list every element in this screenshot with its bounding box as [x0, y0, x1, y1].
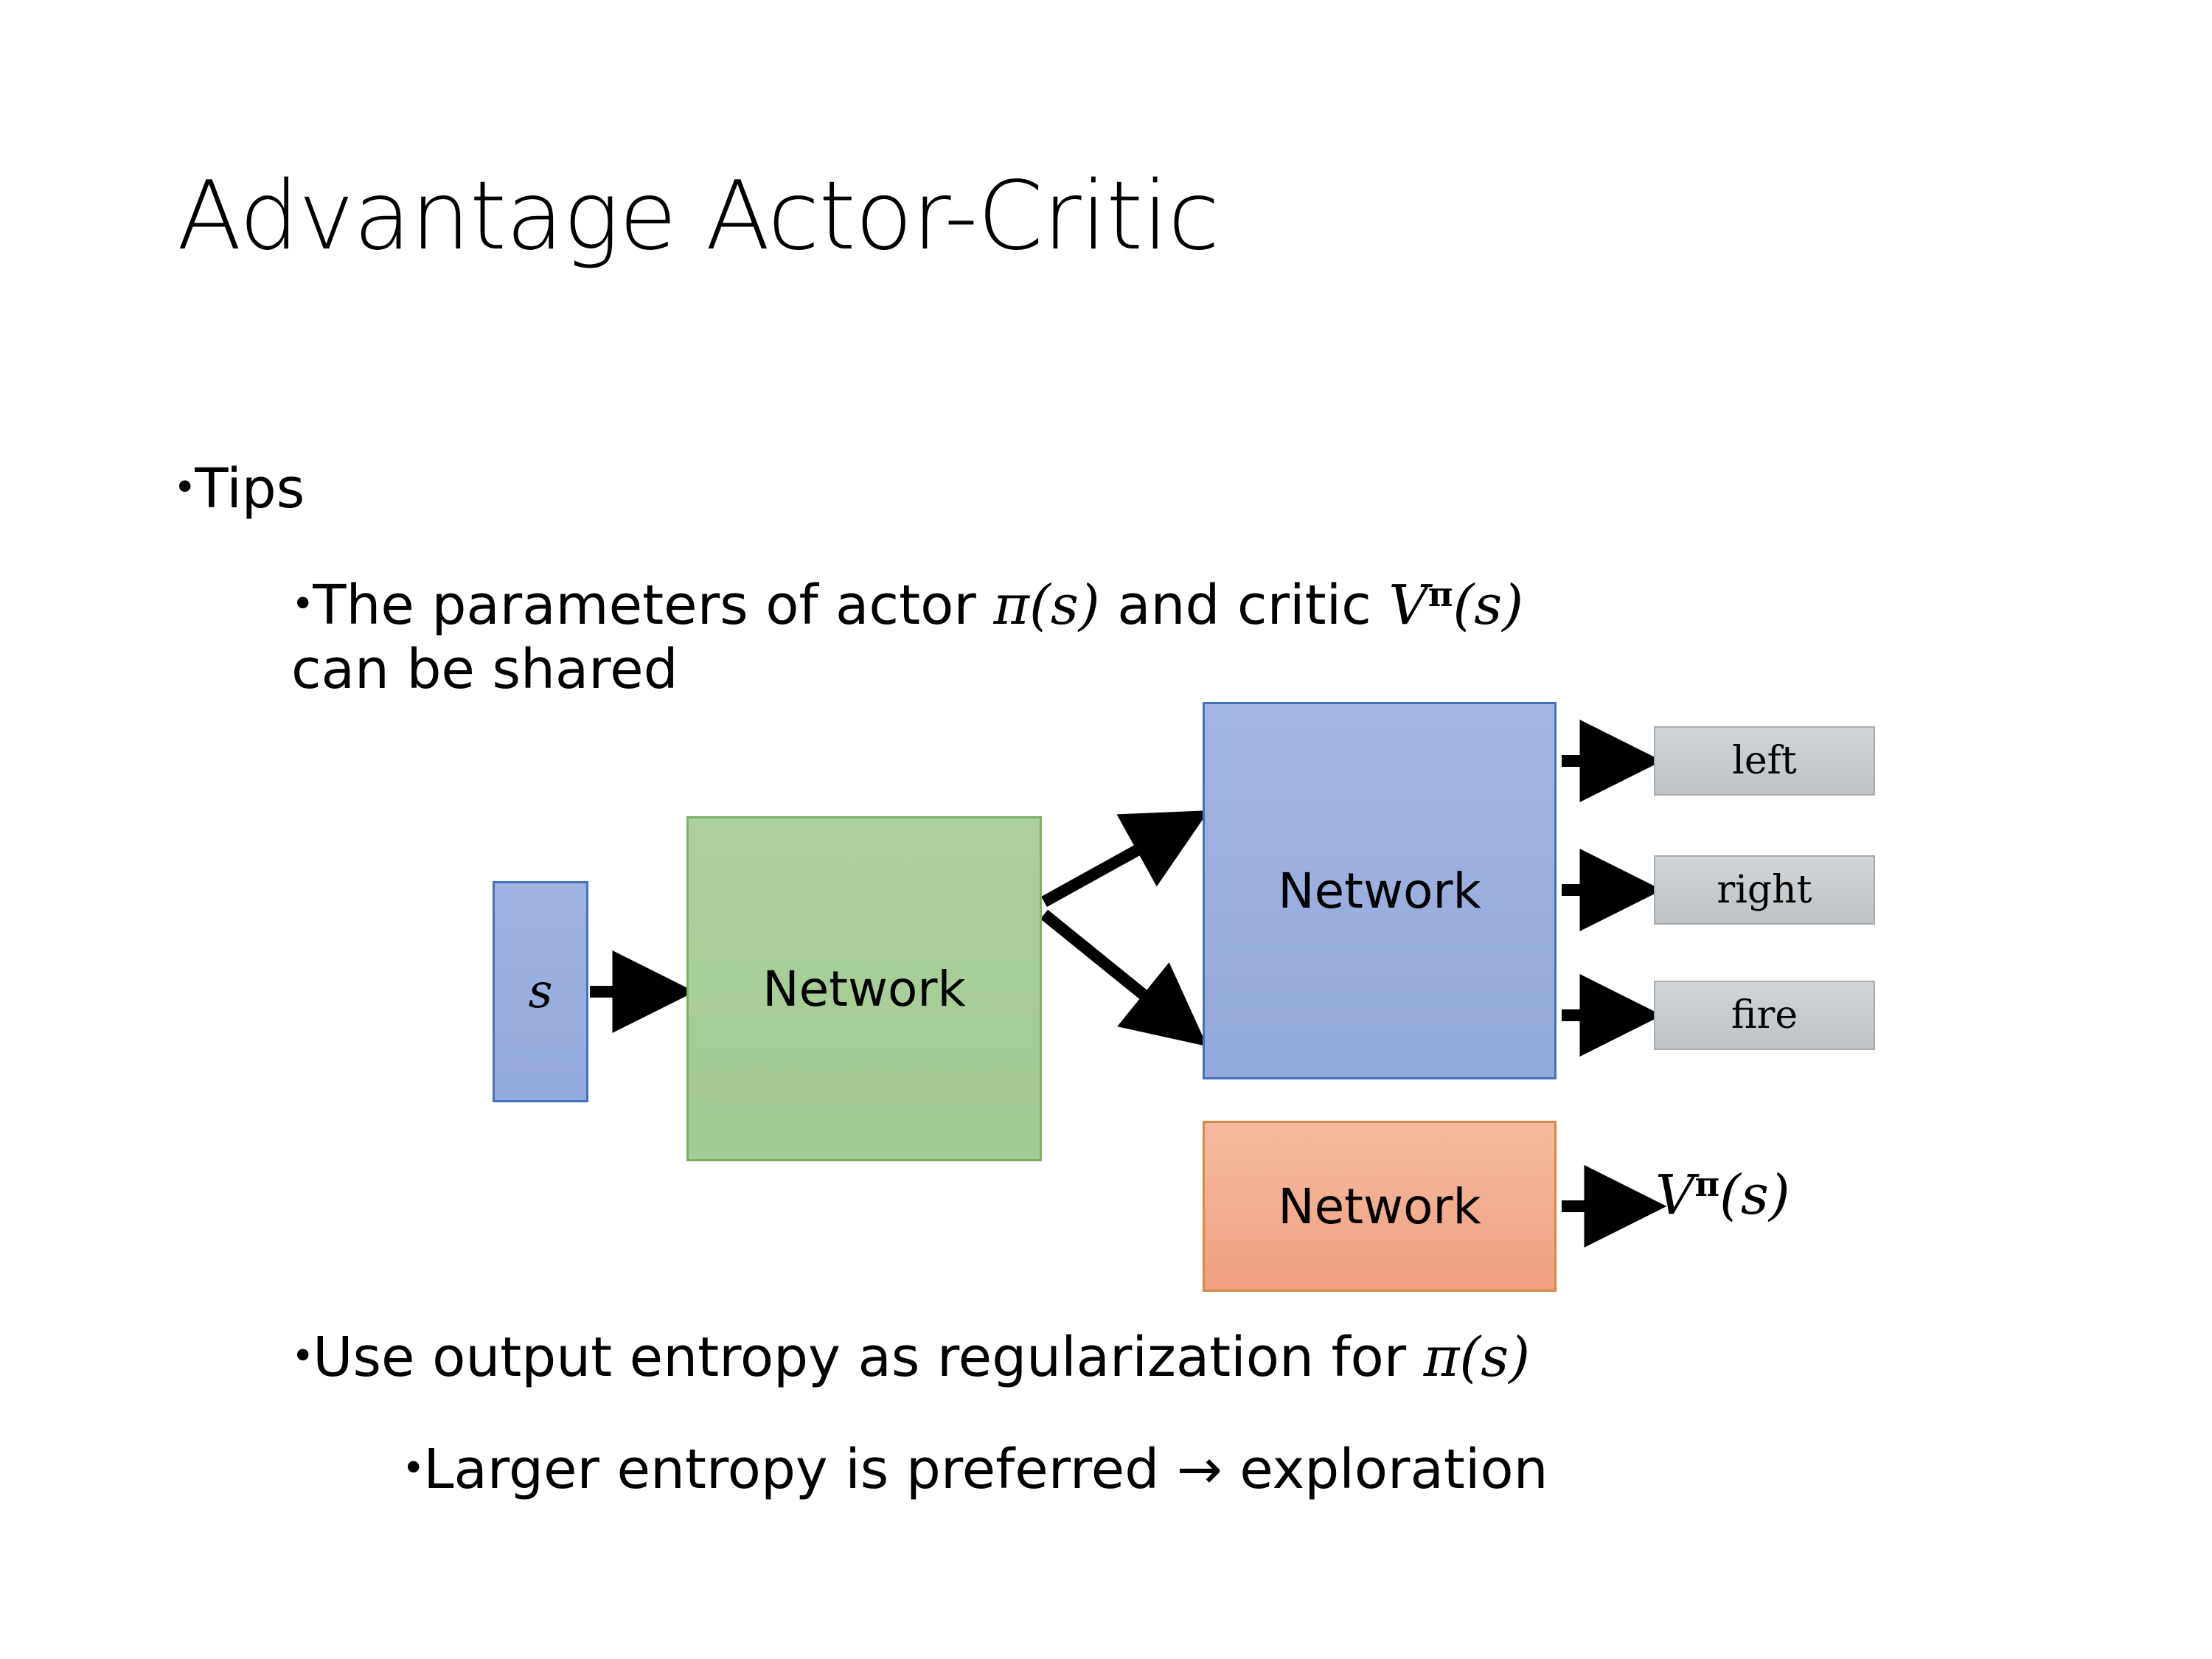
- critic-network-label: Network: [1278, 1178, 1481, 1235]
- bullet-marker-icon: •: [291, 1333, 315, 1380]
- input-state-node[interactable]: s: [493, 881, 588, 1102]
- value-output-superscript: π: [1694, 1164, 1720, 1205]
- math-v-arg: (s): [1453, 574, 1524, 637]
- arrow-shared-to-critic: [1040, 909, 1208, 1047]
- bullet-shared-parameters-text-after: can be shared: [291, 638, 678, 702]
- math-pi-s: π(s): [993, 574, 1100, 637]
- bullet-larger-entropy: •Larger entropy is preferred → explorati…: [402, 1438, 2171, 1501]
- page-title: Advantage Actor-Critic: [177, 161, 1220, 271]
- actor-network-node[interactable]: Network: [1203, 702, 1557, 1079]
- action-output-label: fire: [1731, 993, 1798, 1037]
- shared-network-node[interactable]: Network: [686, 816, 1042, 1161]
- action-output-fire[interactable]: fire: [1654, 981, 1875, 1050]
- bullet-marker-icon: •: [291, 581, 315, 627]
- action-output-right[interactable]: right: [1654, 855, 1875, 925]
- value-output-base: V: [1655, 1164, 1695, 1227]
- bullet-marker-icon: •: [173, 465, 197, 511]
- math-v-base: V: [1388, 574, 1428, 637]
- bullet-tips: •Tips: [173, 457, 305, 521]
- action-output-label: left: [1732, 739, 1797, 783]
- bullet-shared-parameters-text-before: The parameters of actor: [313, 574, 994, 637]
- bullet-entropy-text: Use output entropy as regularization for: [313, 1326, 1424, 1389]
- actor-network-label: Network: [1278, 862, 1481, 919]
- math-v-superscript: π: [1427, 574, 1453, 615]
- action-output-label: right: [1717, 868, 1812, 912]
- value-output-label: Vπ(s): [1655, 1164, 1790, 1227]
- input-state-label: s: [528, 964, 553, 1019]
- bullet-shared-parameters-text-middle: and critic: [1099, 574, 1389, 637]
- math-pi-s: π(s): [1423, 1326, 1531, 1389]
- action-output-left[interactable]: left: [1654, 726, 1875, 796]
- bullet-shared-parameters: •The parameters of actor π(s) and critic…: [291, 574, 2076, 703]
- bullet-larger-entropy-label: Larger entropy is preferred → exploratio…: [423, 1438, 1548, 1501]
- bullet-tips-label: Tips: [195, 457, 305, 521]
- arrow-shared-to-actor: [1041, 810, 1209, 907]
- math-v-pi-s: Vπ(s): [1388, 574, 1523, 637]
- bullet-marker-icon: •: [402, 1445, 425, 1492]
- value-output-arg: (s): [1719, 1164, 1790, 1227]
- shared-network-label: Network: [762, 960, 966, 1018]
- critic-network-node[interactable]: Network: [1203, 1121, 1557, 1292]
- bullet-entropy-regularization: •Use output entropy as regularization fo…: [291, 1326, 2135, 1389]
